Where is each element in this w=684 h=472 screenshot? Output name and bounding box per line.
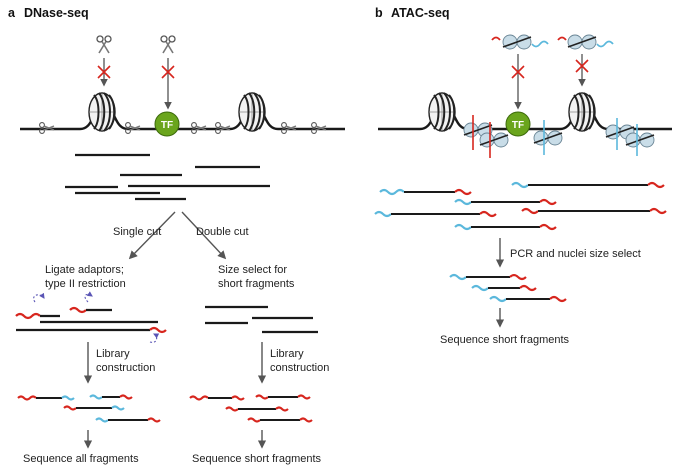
transcription-factor — [154, 111, 180, 137]
ligate-label-line1: Ligate adaptors; — [45, 264, 124, 276]
panel-b-letter: b — [375, 6, 383, 20]
dnase-fragments — [65, 153, 270, 201]
library-fragments-right — [189, 394, 313, 423]
inserted-transposomes — [463, 115, 655, 158]
size-select-line1: Size select for — [218, 264, 287, 276]
panel-b-title: ATAC-seq — [391, 6, 450, 20]
nucleosome — [238, 92, 266, 132]
block-x-icon — [161, 65, 175, 79]
block-x-icon — [575, 59, 589, 73]
atac-fragments — [374, 181, 667, 231]
dna-strand — [20, 111, 345, 131]
nucleosome — [568, 92, 596, 132]
block-x-icon — [511, 65, 525, 79]
library2-label-line1: Library — [270, 348, 304, 360]
scissors-icon — [96, 35, 112, 54]
ligate-label-line2: type II restriction — [45, 278, 126, 290]
nucleosome — [88, 92, 116, 132]
panel-a-letter: a — [8, 6, 16, 20]
short-fragments — [205, 305, 318, 334]
scissors-icon — [160, 35, 176, 54]
library-label-line1: Library — [96, 348, 130, 360]
transcription-factor — [505, 111, 531, 137]
ligated-fragments — [15, 291, 167, 343]
sequence-short-label-b: Sequence short fragments — [440, 334, 570, 346]
transposome-top — [491, 34, 614, 50]
library-label-line2: construction — [96, 362, 155, 374]
tf-label-b: TF — [512, 120, 524, 131]
library2-label-line2: construction — [270, 362, 329, 374]
size-select-line2: short fragments — [218, 278, 295, 290]
panel-a-title: DNase-seq — [24, 6, 89, 20]
atac-selected-fragments — [449, 273, 567, 303]
double-cut-label: Double cut — [196, 226, 249, 238]
sequence-short-label-a: Sequence short fragments — [192, 453, 322, 465]
nucleosome — [428, 92, 456, 132]
block-x-icon — [97, 65, 111, 79]
sequence-all-label: Sequence all fragments — [23, 453, 139, 465]
library-fragments-left — [17, 394, 161, 423]
tf-label: TF — [161, 120, 173, 131]
pcr-label: PCR and nuclei size select — [510, 248, 641, 260]
single-cut-label: Single cut — [113, 226, 161, 238]
